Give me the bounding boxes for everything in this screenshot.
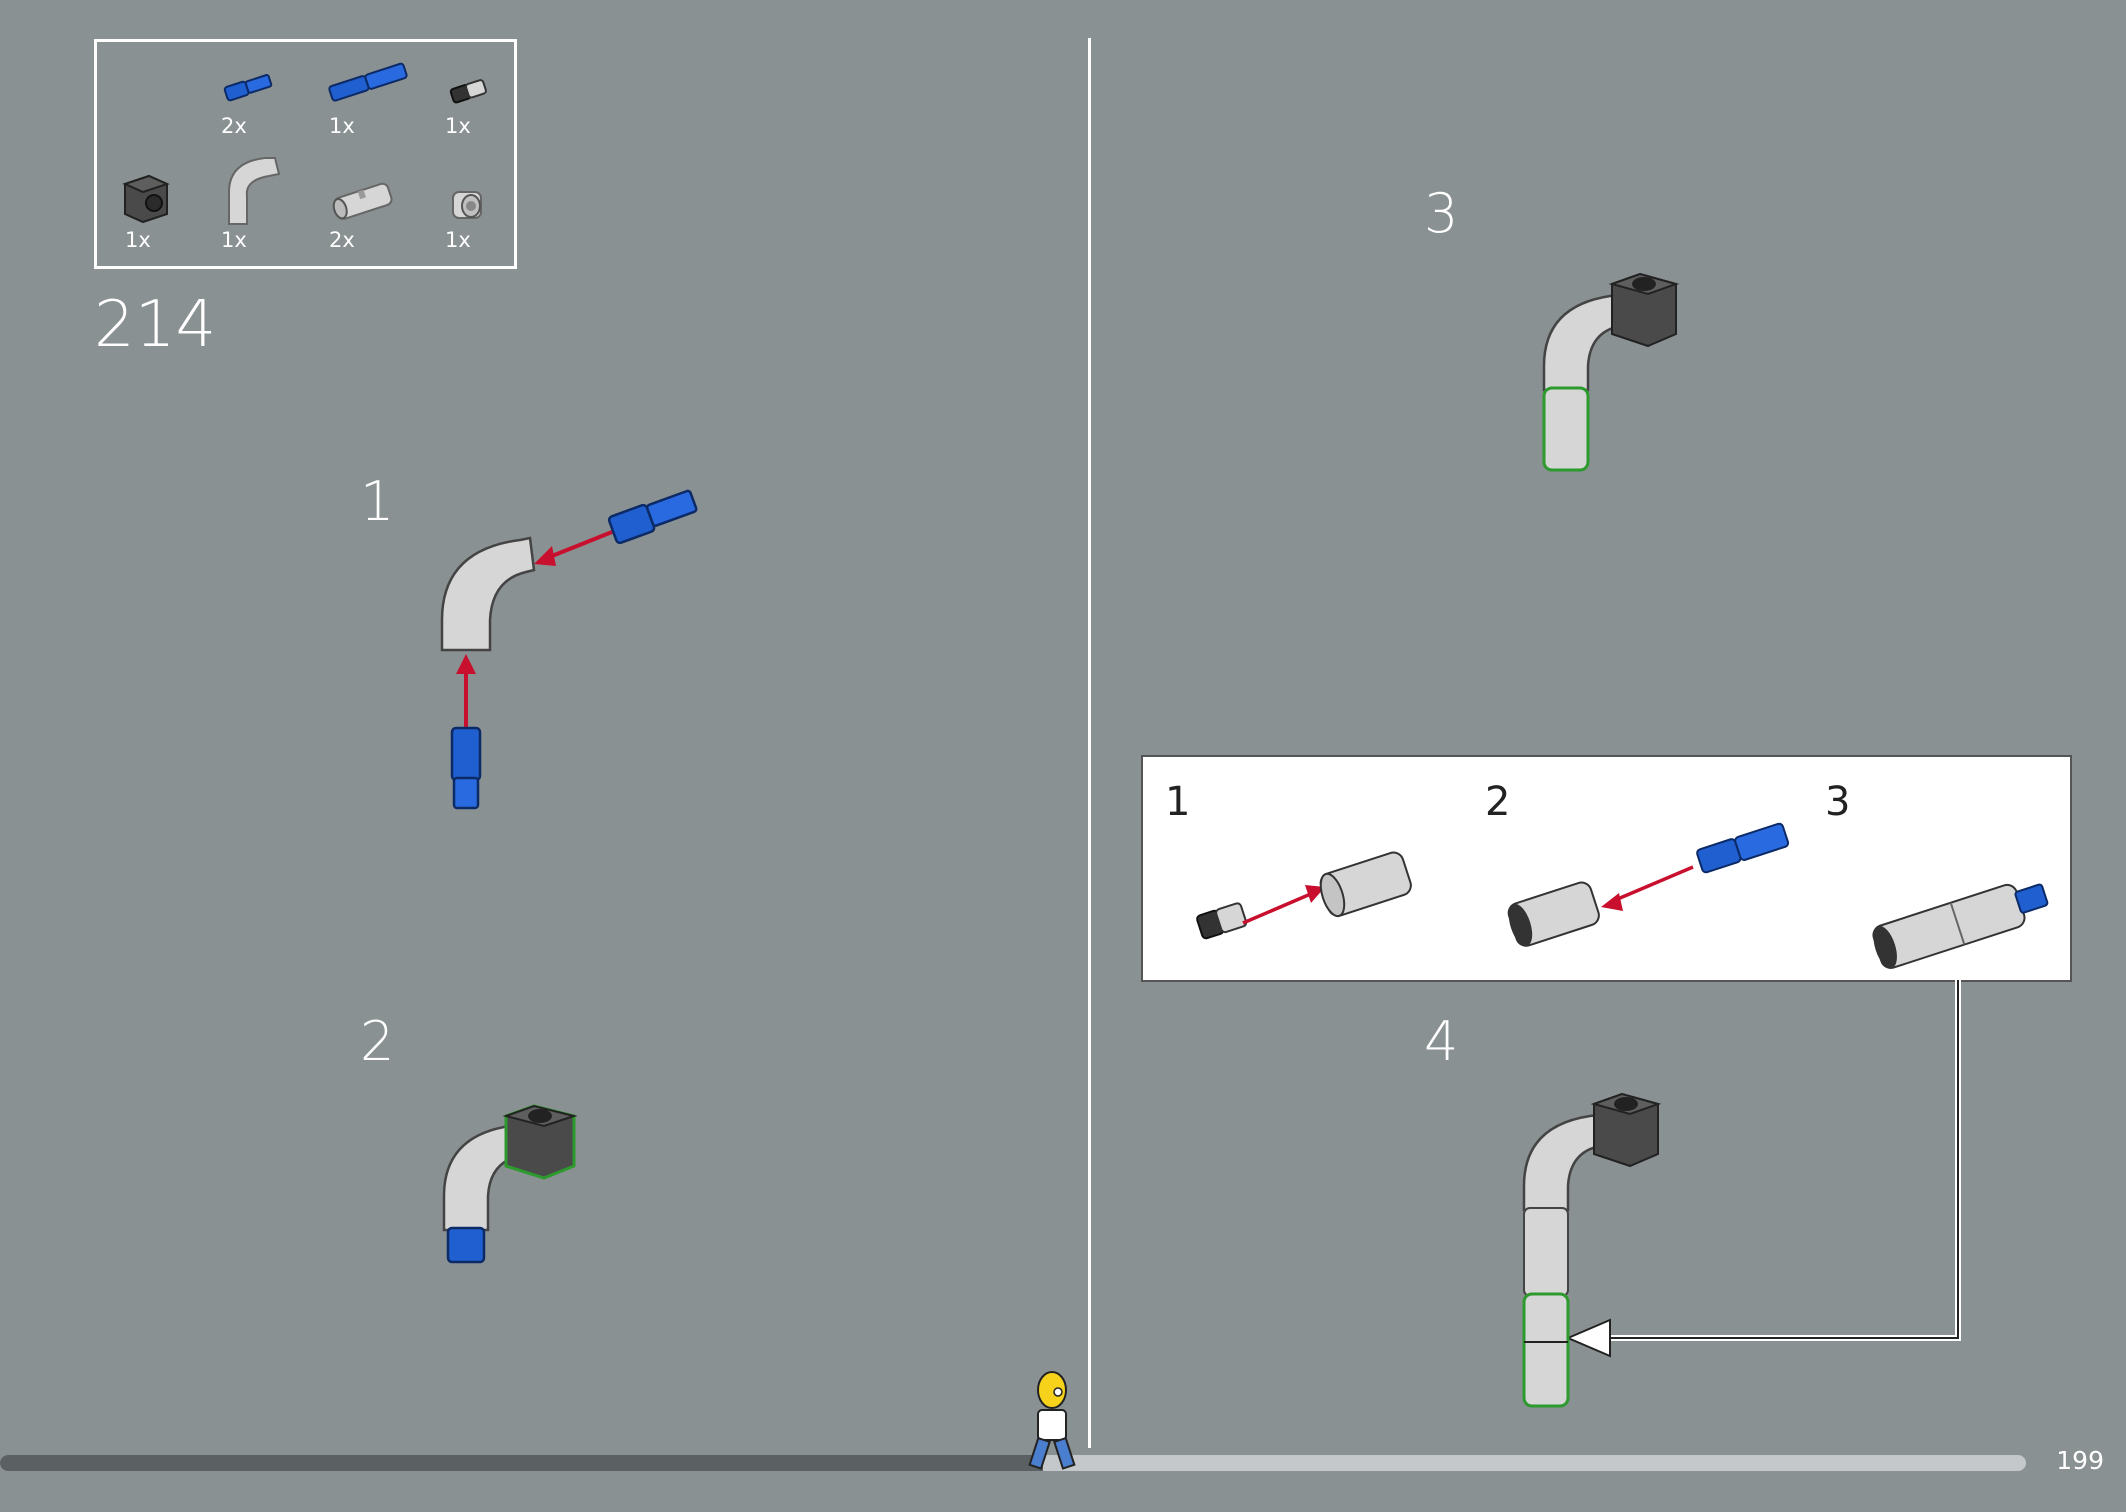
grey-pin-icon xyxy=(449,79,487,104)
page-divider xyxy=(1088,38,1091,1448)
sub-step-3-illustration xyxy=(1542,272,1680,472)
part-qty: 1x xyxy=(445,114,471,138)
blue-long-pin-icon xyxy=(328,62,408,102)
grey-curved-tube-icon xyxy=(228,157,281,225)
callout-step-2-illustration xyxy=(1507,822,1790,947)
progress-marker-figure-icon xyxy=(1028,1371,1076,1470)
sub-step-1-illustration xyxy=(440,489,698,810)
part-qty: 1x xyxy=(329,114,355,138)
sub-step-number: 3 xyxy=(1424,182,1459,245)
sub-step-2-illustration xyxy=(442,1104,578,1264)
callout-connector xyxy=(1565,980,1961,1358)
page-number: 199 xyxy=(2056,1446,2104,1475)
sub-step-number: 4 xyxy=(1424,1010,1459,1073)
part-qty: 2x xyxy=(329,228,355,252)
part-qty: 2x xyxy=(221,114,247,138)
sub-step-number: 2 xyxy=(360,1010,395,1073)
progress-bar-fill xyxy=(0,1455,1043,1471)
callout-step-number: 2 xyxy=(1485,779,1511,825)
grey-bush-icon xyxy=(452,191,482,219)
grey-connector-icon xyxy=(332,182,393,220)
dark-grey-technic-brick-icon xyxy=(122,174,170,224)
step-number: 214 xyxy=(94,288,217,362)
parts-list-box: 2x 1x 1x 1x 1x 2x 1x xyxy=(94,39,517,269)
sub-assembly-callout: 1 2 3 xyxy=(1141,755,2072,982)
callout-step-3-illustration xyxy=(1872,883,2049,969)
callout-step-number: 3 xyxy=(1825,779,1851,825)
part-qty: 1x xyxy=(221,228,247,252)
blue-axle-pin-icon xyxy=(223,74,273,102)
sub-step-number: 1 xyxy=(360,470,395,533)
callout-step-1-illustration xyxy=(1196,851,1412,940)
sub-step-4-illustration xyxy=(1522,1092,1662,1408)
part-qty: 1x xyxy=(445,228,471,252)
part-qty: 1x xyxy=(125,228,151,252)
callout-step-number: 1 xyxy=(1165,779,1191,825)
